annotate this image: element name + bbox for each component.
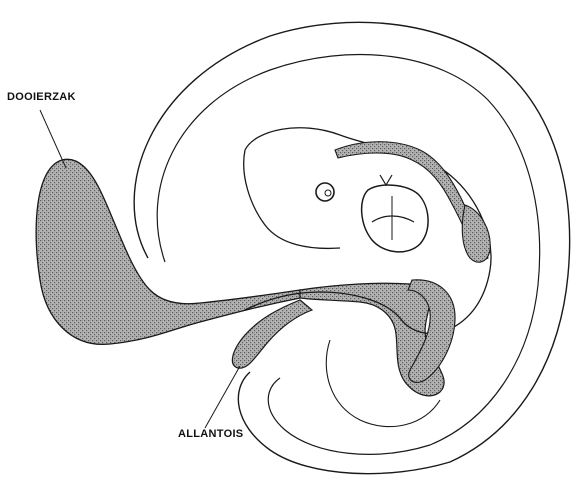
yolk-sac-leader <box>40 110 66 168</box>
yolk-sac <box>36 159 300 344</box>
allantois-leader <box>205 366 240 428</box>
outer-membrane <box>134 22 569 473</box>
brain-vesicles <box>362 185 428 252</box>
yolk-sac-label: DOOIERZAK <box>7 91 76 103</box>
heart-region <box>462 205 490 262</box>
allantois-label: ALLANTOIS <box>178 428 243 440</box>
